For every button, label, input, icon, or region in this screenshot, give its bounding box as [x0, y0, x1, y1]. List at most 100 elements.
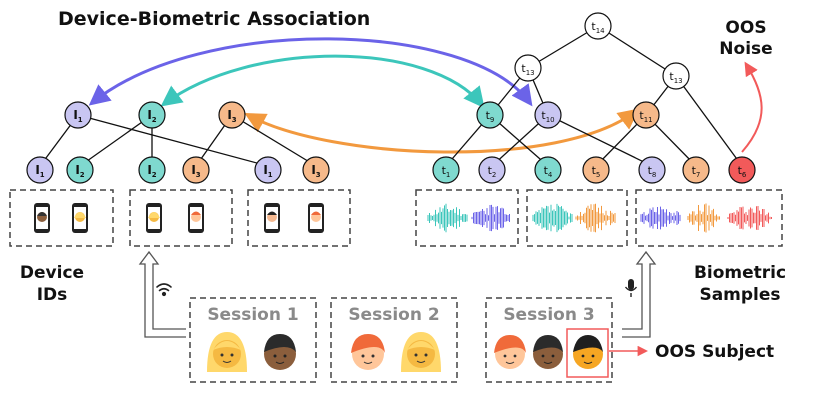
device-leaf-node: I3	[182, 156, 210, 184]
redhead-face-icon	[494, 335, 526, 369]
session-2-label: Session 2	[348, 305, 439, 325]
phone-icons	[34, 203, 324, 233]
dark-skin-face-icon	[533, 335, 563, 369]
biometric-internal-node: t10	[534, 101, 562, 129]
device-parent-node: I1	[64, 101, 92, 129]
association-arrow-teal	[160, 54, 485, 109]
waveform	[687, 203, 720, 233]
device-leaf-node-circle	[26, 156, 54, 184]
biometric-leaf-node: t8	[638, 156, 666, 184]
biometric-internal-node: t11	[632, 101, 660, 129]
dark-skin-face-icon	[264, 334, 296, 370]
biometric-root-node-label: t14	[591, 20, 605, 35]
biometric-boxes	[415, 189, 783, 247]
biometric-leaf-node-label: t8	[648, 164, 657, 179]
device-parent-node-label: I1	[73, 108, 82, 124]
waveform	[532, 203, 573, 233]
oos-noise-label-line1: OOS	[725, 18, 766, 38]
biometric-samples-label-line1: Biometric	[694, 263, 786, 283]
biometric-samples-label-line2: Samples	[699, 285, 780, 305]
device-parent-node-circle	[218, 101, 246, 129]
device-parent-node-label: I2	[147, 108, 156, 124]
biometric-internal-node: t9	[476, 101, 504, 129]
waveform	[640, 206, 681, 230]
oos-subject-label: OOS Subject	[655, 342, 774, 362]
oos-noise-arrow	[741, 61, 763, 153]
device-parent-node: I2	[138, 101, 166, 129]
device-leaf-nodes: I1 I2 I2 I3 I1 I3	[26, 156, 330, 184]
device-leaf-node-label: I2	[75, 163, 84, 179]
biometric-leaf-node: t7	[682, 156, 710, 184]
biometric-leaf-node: t4	[534, 156, 562, 184]
device-ids-label-line1: Device	[20, 263, 84, 283]
biometric-internal-node-label: t11	[639, 109, 652, 124]
device-leaf-node-circle	[182, 156, 210, 184]
biometric-leaf-node-circle	[728, 156, 756, 184]
biometric-leaf-node-circle	[432, 156, 460, 184]
waveform	[575, 203, 616, 233]
device-ids-label-line2: IDs	[37, 285, 68, 305]
phone-icon	[188, 203, 204, 233]
device-parent-node: I3	[218, 101, 246, 129]
biometric-mid-node-circle	[662, 62, 690, 90]
biometric-leaf-node-label: t7	[692, 164, 701, 179]
biometric-internal-node-label: t9	[486, 109, 495, 124]
device-leaf-node: I1	[26, 156, 54, 184]
biometric-root-node: t14	[584, 12, 612, 40]
biometric-leaf-node-label: t4	[544, 164, 553, 179]
device-leaf-node-label: I1	[263, 163, 272, 179]
device-leaf-node: I2	[138, 156, 166, 184]
device-leaf-node-label: I3	[191, 163, 200, 179]
biometric-feed-arrow	[622, 250, 657, 338]
device-leaf-node: I2	[66, 156, 94, 184]
oos-noise-label-line2: Noise	[719, 39, 772, 59]
biometric-leaf-node: t5	[582, 156, 610, 184]
device-leaf-node-label: I1	[35, 163, 44, 179]
biometric-upper-nodes: t14 t13 t13	[514, 12, 690, 90]
device-leaf-node-circle	[302, 156, 330, 184]
waveforms	[427, 203, 772, 233]
biometric-leaf-node-label: t5	[592, 164, 601, 179]
biometric-mid-node: t13	[662, 62, 690, 90]
biometric-leaf-node-label: t6	[738, 164, 747, 179]
biometric-leaf-node-circle	[478, 156, 506, 184]
device-leaf-node-circle	[138, 156, 166, 184]
biometric-leaf-node-circle	[682, 156, 710, 184]
biometric-leaf-node: t6	[728, 156, 756, 184]
waveform	[427, 203, 468, 233]
device-leaf-node-circle	[66, 156, 94, 184]
biometric-internal-node-circle	[534, 101, 562, 129]
redhead-face-icon	[351, 334, 385, 370]
biometric-internal-node-circle	[476, 101, 504, 129]
session-1-label: Session 1	[207, 305, 298, 325]
device-parent-nodes: I1 I2 I3	[64, 101, 246, 129]
device-leaf-node: I3	[302, 156, 330, 184]
blonde-face-icon	[207, 332, 247, 372]
biometric-leaf-node-label: t2	[488, 164, 497, 179]
session-faces	[207, 332, 603, 372]
session-boxes	[189, 297, 613, 383]
biometric-leaf-node: t2	[478, 156, 506, 184]
device-feed-arrow	[138, 250, 186, 338]
phone-icon	[308, 203, 324, 233]
device-parent-node-circle	[138, 101, 166, 129]
phone-icon	[264, 203, 280, 233]
waveform	[471, 204, 510, 232]
oos-subject-face-icon	[573, 335, 603, 369]
device-leaf-node-label: I3	[311, 163, 320, 179]
device-leaf-node-label: I2	[147, 163, 156, 179]
device-boxes	[9, 189, 351, 247]
biometric-mid-node: t13	[514, 54, 542, 82]
blonde-face-icon	[401, 332, 441, 372]
biometric-leaf-node-circle	[638, 156, 666, 184]
biometric-leaf-nodes: t1 t2 t4 t5 t8 t7 t6	[432, 156, 756, 184]
phone-icon	[72, 203, 88, 233]
biometric-mid-node-circle	[514, 54, 542, 82]
biometric-internal-node-label: t10	[541, 109, 554, 124]
biometric-leaf-node-label: t1	[442, 164, 451, 179]
association-arrow-purple	[88, 37, 533, 107]
tree-edges	[39, 25, 743, 167]
biometric-leaf-node-circle	[534, 156, 562, 184]
biometric-mid-node-label: t13	[669, 70, 682, 85]
